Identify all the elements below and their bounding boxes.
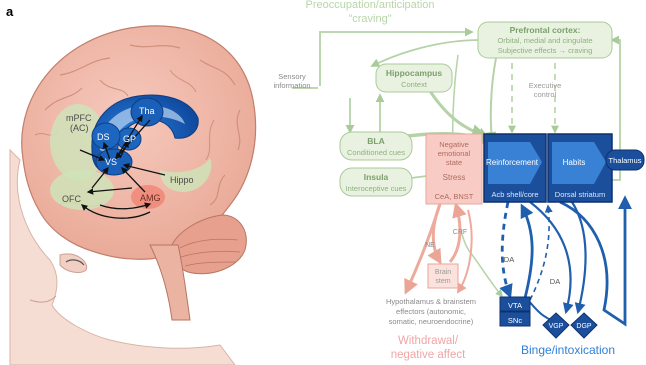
hippocampus-sub: Context bbox=[401, 80, 428, 89]
snc-node bbox=[499, 311, 531, 327]
negative-line1: Negative bbox=[439, 140, 469, 149]
insula-title: Insula bbox=[364, 172, 389, 182]
insula-node bbox=[339, 167, 413, 197]
label-vs: VS bbox=[105, 157, 117, 167]
pfc-line1: Orbital, medial and cingulate bbox=[497, 36, 592, 45]
thalamus-node bbox=[605, 149, 645, 171]
executive-line2: control bbox=[534, 90, 557, 99]
ne-label: NE bbox=[425, 242, 435, 249]
thalamus-label: Thalamus bbox=[609, 156, 642, 165]
bla-sub: Conditioned cues bbox=[347, 148, 405, 157]
negative-line2: emotional bbox=[438, 149, 471, 158]
hippocampus-node bbox=[375, 63, 453, 93]
negative-line3: state bbox=[446, 158, 462, 167]
stress-label: Stress bbox=[443, 173, 466, 182]
dgp-label: DGP bbox=[576, 323, 592, 330]
brain-stem-line1: Brain bbox=[435, 269, 451, 276]
dorsal-label: Dorsal striatum bbox=[555, 190, 605, 199]
label-hippo: Hippo bbox=[170, 175, 194, 185]
stage-withdrawal-line1: Withdrawal/ bbox=[398, 335, 459, 347]
pfc-line2: Subjective effects → craving bbox=[498, 46, 593, 55]
dgp-node bbox=[570, 312, 598, 339]
da-label-1: DA bbox=[504, 255, 514, 264]
stage-withdrawal-line2: negative affect bbox=[391, 349, 466, 361]
pfc-node bbox=[477, 21, 613, 59]
label-ofc: OFC bbox=[62, 194, 81, 204]
cea-label: CeA, BNST bbox=[435, 192, 474, 201]
hippocampus-title: Hippocampus bbox=[386, 68, 442, 78]
label-amg: AMG bbox=[140, 193, 161, 203]
vgp-node bbox=[542, 312, 570, 339]
label-mpfc: mPFC bbox=[66, 113, 92, 123]
circuit-diagram: Preoccupation/anticipation "craving" bbox=[273, 0, 645, 361]
stage-binge: Binge/intoxication bbox=[521, 343, 615, 357]
habits-label: Habits bbox=[563, 158, 586, 167]
label-gp: GP bbox=[123, 134, 136, 144]
da-label-2: DA bbox=[550, 277, 560, 286]
hypo-line3: somatic, neuroendocrine) bbox=[389, 317, 474, 326]
head-illustration: mPFC (AC) DS GP Tha VS OFC Hippo AMG bbox=[9, 25, 257, 365]
vta-label: VTA bbox=[508, 301, 522, 310]
stage-preoccupation: Preoccupation/anticipation bbox=[305, 0, 434, 11]
insula-sub: Interoceptive cues bbox=[346, 184, 407, 193]
label-ac: (AC) bbox=[70, 123, 89, 133]
stage-craving: "craving" bbox=[348, 13, 391, 25]
hypo-line1: Hypothalamus & brainstem bbox=[386, 297, 476, 306]
snc-label: SNc bbox=[508, 316, 522, 325]
label-tha: Tha bbox=[139, 106, 155, 116]
crf-label: CRF bbox=[453, 229, 467, 236]
brain-stem-line2: stem bbox=[435, 278, 450, 285]
executive-line1: Executive bbox=[529, 81, 562, 90]
reinforcement-label: Reinforcement bbox=[486, 158, 539, 167]
brain-stem-node bbox=[427, 263, 459, 289]
bla-node bbox=[339, 131, 413, 161]
sensory-line2: information bbox=[273, 81, 310, 90]
label-ds: DS bbox=[97, 132, 110, 142]
acb-label: Acb shell/core bbox=[491, 190, 538, 199]
negative-state-node bbox=[425, 133, 483, 205]
panel-label: a bbox=[6, 4, 14, 19]
vgp-label: VGP bbox=[549, 323, 564, 330]
pfc-title: Prefrontal cortex: bbox=[510, 25, 581, 35]
bla-title: BLA bbox=[367, 136, 384, 146]
sensory-line1: Sensory bbox=[278, 72, 306, 81]
vta-node bbox=[499, 296, 531, 312]
hypo-line2: effectors (autonomic, bbox=[396, 307, 466, 316]
